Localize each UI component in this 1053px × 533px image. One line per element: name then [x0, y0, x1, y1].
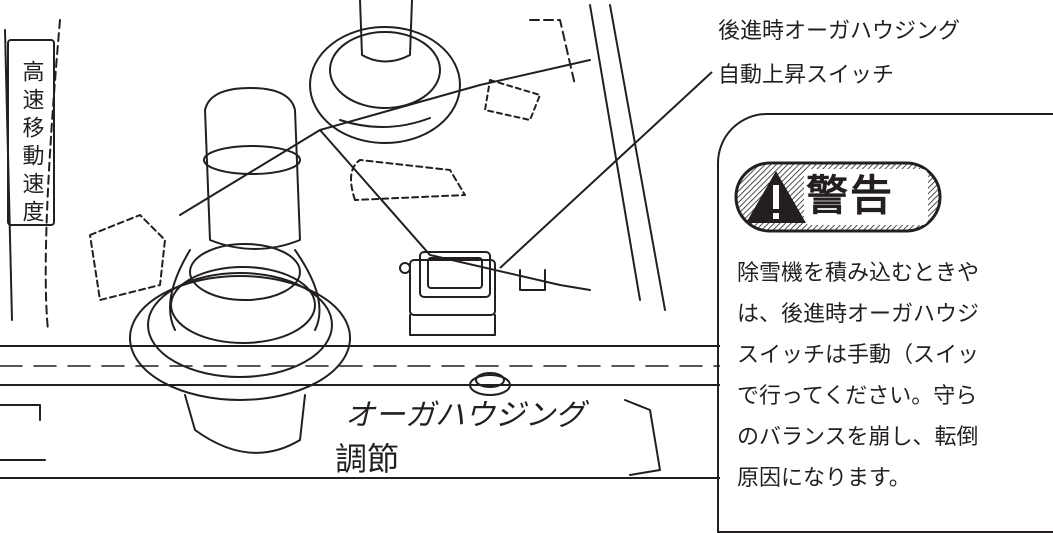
- warning-line: 原因になります。: [737, 466, 911, 491]
- vertical-label-frame: [7, 39, 55, 226]
- warning-text: 除雪機を積み込むときや は、後進時オーガハウジ スイッチは手動（スイッ で行って…: [737, 253, 1053, 499]
- vertical-speed-label: 高速移動速度: [19, 60, 45, 228]
- warning-line: のバランスを崩し、転倒: [737, 425, 979, 450]
- warning-line: は、後進時オーガハウジ: [737, 302, 980, 327]
- warning-line: 除雪機を積み込むときや: [737, 261, 980, 286]
- adjust-label: 調節: [335, 440, 399, 478]
- auto-raise-switch: [427, 257, 483, 289]
- callout-line-1: 後進時オーガハウジング: [718, 19, 961, 44]
- main-joystick-boot: [147, 272, 333, 378]
- warning-title: 警告: [806, 171, 895, 220]
- callout-line-2: 自動上昇スイッチ: [718, 63, 895, 88]
- warning-triangle-icon: [746, 171, 806, 223]
- auger-housing-label: オーガハウジング: [345, 398, 590, 433]
- main-joystick-knob: [204, 87, 301, 250]
- warning-line: スイッチは手動（スイッ: [737, 343, 980, 368]
- warning-badge: [734, 161, 942, 233]
- main-joystick-collar: [189, 243, 301, 301]
- upper-joystick-handle: [359, 0, 413, 63]
- warning-line: で行ってください。守ら: [737, 384, 978, 409]
- auto-raise-switch-base: [409, 259, 496, 316]
- upper-joystick-boot: [309, 26, 461, 144]
- control-panel-illustration: 高速移動速度 オーガハウジング 調節: [0, 0, 720, 479]
